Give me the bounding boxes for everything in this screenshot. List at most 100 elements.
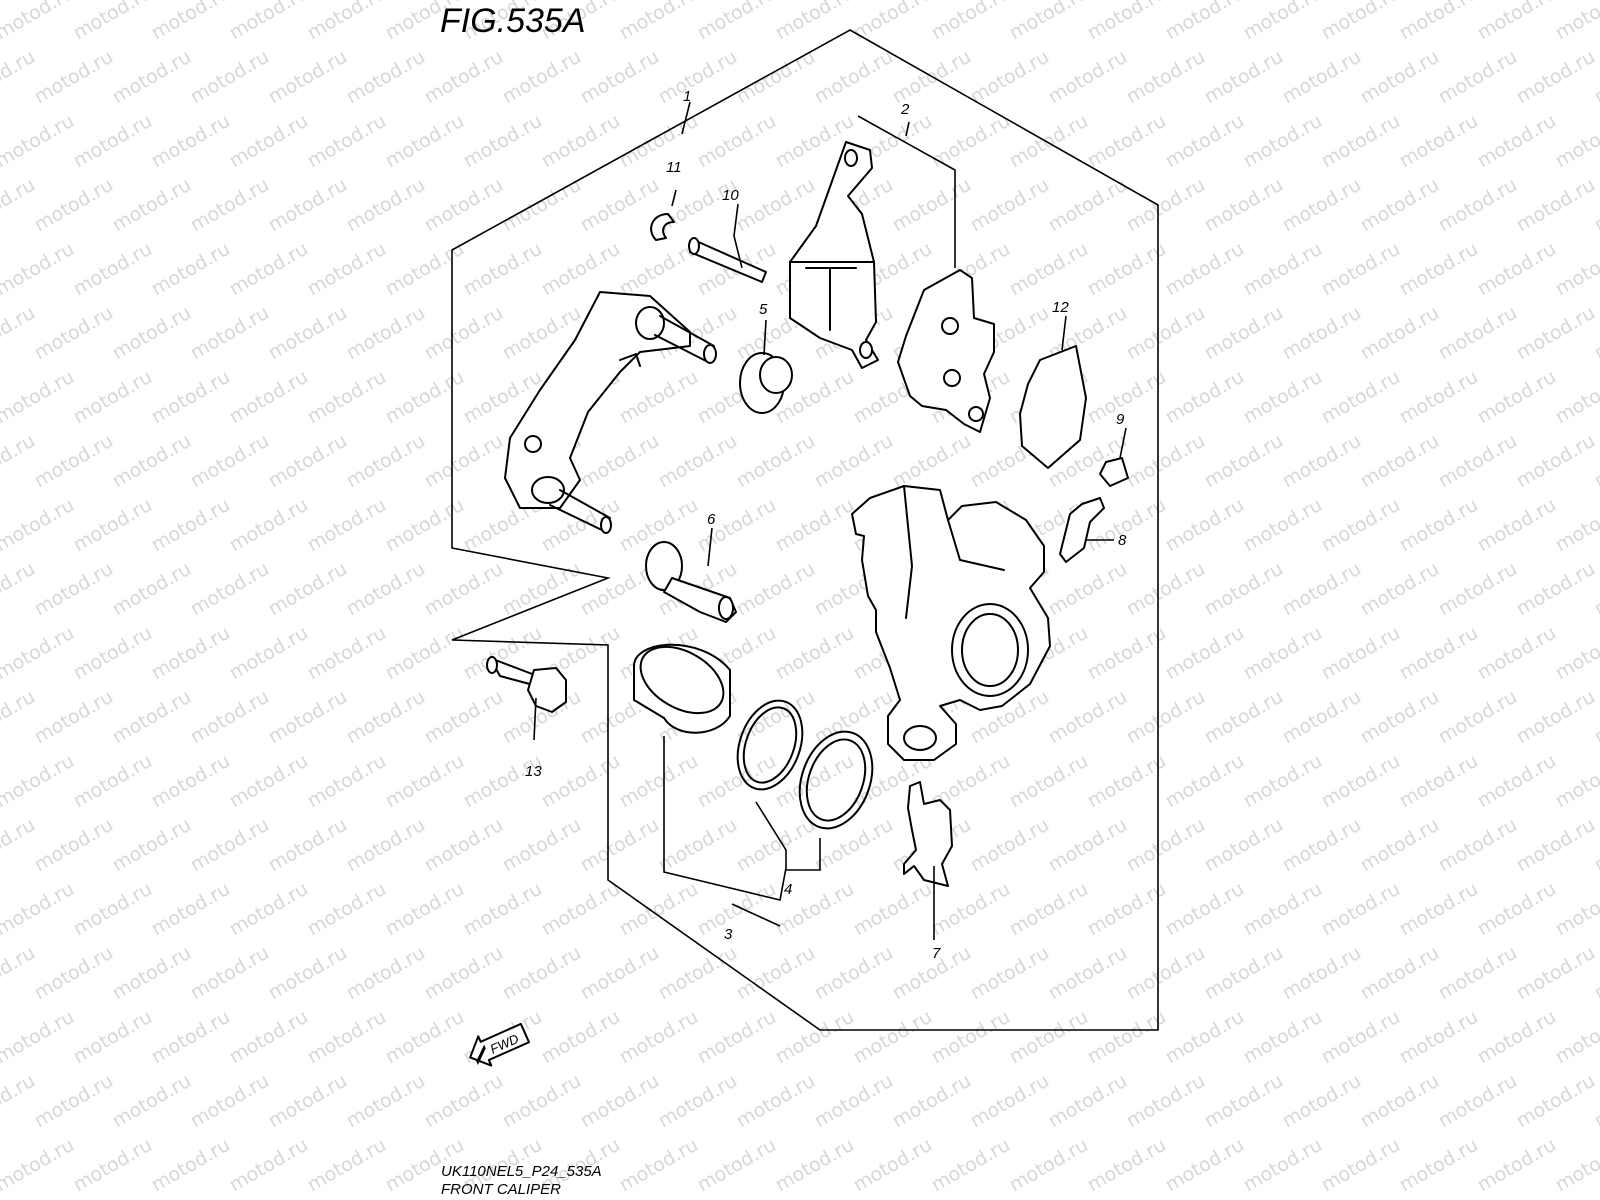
watermark-text: motod.ru bbox=[1279, 942, 1365, 1005]
watermark-text: motod.ru bbox=[70, 878, 156, 941]
watermark-text: motod.ru bbox=[70, 1134, 156, 1197]
watermark-text: motod.ru bbox=[1240, 750, 1326, 813]
watermark-text: motod.ru bbox=[1006, 0, 1092, 44]
watermark-text: motod.ru bbox=[1552, 238, 1600, 301]
brake-pad-set-icon[interactable] bbox=[789, 141, 995, 433]
watermark-text: motod.ru bbox=[421, 814, 507, 877]
watermark-text: motod.ru bbox=[226, 494, 312, 557]
boot-icon[interactable] bbox=[739, 352, 793, 414]
callout-5: 5 bbox=[759, 301, 768, 318]
watermark-text: motod.ru bbox=[889, 1070, 975, 1133]
watermark-text: motod.ru bbox=[187, 814, 273, 877]
watermark-text: motod.ru bbox=[733, 1070, 819, 1133]
watermark-text: motod.ru bbox=[1201, 46, 1287, 109]
watermark-text: motod.ru bbox=[421, 686, 507, 749]
watermark-text: motod.ru bbox=[343, 430, 429, 493]
watermark-text: motod.ru bbox=[1357, 430, 1443, 493]
watermark-text: motod.ru bbox=[1396, 366, 1482, 429]
watermark-text: motod.ru bbox=[265, 942, 351, 1005]
watermark-text: motod.ru bbox=[421, 1070, 507, 1133]
watermark-text: motod.ru bbox=[1552, 750, 1600, 813]
watermark-text: motod.ru bbox=[187, 174, 273, 237]
watermark-text: motod.ru bbox=[538, 1006, 624, 1069]
watermark-text: motod.ru bbox=[1513, 558, 1599, 621]
watermark-text: motod.ru bbox=[499, 558, 585, 621]
watermark-text: motod.ru bbox=[1240, 622, 1326, 685]
watermark-text: motod.ru bbox=[148, 110, 234, 173]
watermark-text: motod.ru bbox=[1006, 1006, 1092, 1069]
watermark-text: motod.ru bbox=[148, 238, 234, 301]
watermark-text: motod.ru bbox=[967, 942, 1053, 1005]
mounting-bolt-icon[interactable] bbox=[486, 656, 567, 713]
pin-boot-icon[interactable] bbox=[645, 541, 737, 623]
watermark-text: motod.ru bbox=[616, 0, 702, 44]
callout-3: 3 bbox=[724, 926, 733, 943]
watermark-text: motod.ru bbox=[772, 1134, 858, 1197]
caliper-bracket[interactable] bbox=[504, 291, 717, 534]
watermark-text: motod.ru bbox=[1513, 430, 1599, 493]
watermark-text: motod.ru bbox=[421, 46, 507, 109]
watermark-text: motod.ru bbox=[148, 1006, 234, 1069]
watermark-text: motod.ru bbox=[304, 110, 390, 173]
watermark-text: motod.ru bbox=[31, 942, 117, 1005]
pad-pin-icon[interactable] bbox=[688, 237, 767, 283]
watermark-text: motod.ru bbox=[265, 814, 351, 877]
watermark-text: motod.ru bbox=[109, 814, 195, 877]
watermark-text: motod.ru bbox=[1474, 110, 1560, 173]
bleeder-cap-icon[interactable] bbox=[1099, 457, 1129, 487]
watermark-text: motod.ru bbox=[1084, 1134, 1170, 1197]
watermark-text: motod.ru bbox=[1006, 110, 1092, 173]
pad-spring-icon[interactable] bbox=[903, 781, 953, 887]
watermark-text: motod.ru bbox=[928, 1134, 1014, 1197]
watermark-text: motod.ru bbox=[499, 1070, 585, 1133]
watermark-text: motod.ru bbox=[460, 110, 546, 173]
clip-icon[interactable] bbox=[650, 213, 675, 241]
watermark-text: motod.ru bbox=[1201, 1070, 1287, 1133]
watermark-text: motod.ru bbox=[967, 1070, 1053, 1133]
watermark-text: motod.ru bbox=[1279, 174, 1365, 237]
watermark-text: motod.ru bbox=[382, 622, 468, 685]
watermark-text: motod.ru bbox=[304, 1134, 390, 1197]
watermark-text: motod.ru bbox=[226, 0, 312, 44]
watermark-text: motod.ru bbox=[1513, 174, 1599, 237]
watermark-text: motod.ru bbox=[1396, 0, 1482, 44]
watermark-text: motod.ru bbox=[1279, 1070, 1365, 1133]
callout-8: 8 bbox=[1118, 532, 1127, 549]
watermark-text: motod.ru bbox=[148, 494, 234, 557]
watermark-text: motod.ru bbox=[0, 110, 78, 173]
watermark-text: motod.ru bbox=[187, 558, 273, 621]
watermark-text: motod.ru bbox=[460, 878, 546, 941]
watermark-text: motod.ru bbox=[1318, 878, 1404, 941]
watermark-text: motod.ru bbox=[1084, 622, 1170, 685]
watermark-text: motod.ru bbox=[499, 942, 585, 1005]
watermark-text: motod.ru bbox=[265, 686, 351, 749]
watermark-text: motod.ru bbox=[1552, 878, 1600, 941]
watermark-text: motod.ru bbox=[1006, 878, 1092, 941]
watermark-text: motod.ru bbox=[1357, 558, 1443, 621]
watermark-text: motod.ru bbox=[1006, 1134, 1092, 1197]
watermark-text: motod.ru bbox=[811, 430, 897, 493]
watermark-text: motod.ru bbox=[1435, 686, 1521, 749]
watermark-text: motod.ru bbox=[772, 750, 858, 813]
watermark-text: motod.ru bbox=[109, 174, 195, 237]
watermark-text: motod.ru bbox=[226, 622, 312, 685]
shim-icon[interactable] bbox=[1019, 345, 1087, 469]
watermark-text: motod.ru bbox=[1474, 750, 1560, 813]
watermark-text: motod.ru bbox=[1357, 46, 1443, 109]
watermark-text: motod.ru bbox=[382, 494, 468, 557]
caliper-body[interactable] bbox=[851, 485, 1051, 761]
bleeder-valve-icon[interactable] bbox=[1059, 497, 1105, 563]
watermark-text: motod.ru bbox=[0, 942, 39, 1005]
watermark-text: motod.ru bbox=[1201, 302, 1287, 365]
watermark-text: motod.ru bbox=[31, 430, 117, 493]
watermark-text: motod.ru bbox=[1084, 0, 1170, 44]
watermark-text: motod.ru bbox=[1435, 1070, 1521, 1133]
watermark-text: motod.ru bbox=[655, 174, 741, 237]
watermark-text: motod.ru bbox=[1123, 942, 1209, 1005]
seal-ring-icon[interactable] bbox=[726, 692, 885, 839]
piston-icon[interactable] bbox=[629, 633, 735, 734]
watermark-text: motod.ru bbox=[1162, 0, 1248, 44]
watermark-text: motod.ru bbox=[850, 878, 936, 941]
